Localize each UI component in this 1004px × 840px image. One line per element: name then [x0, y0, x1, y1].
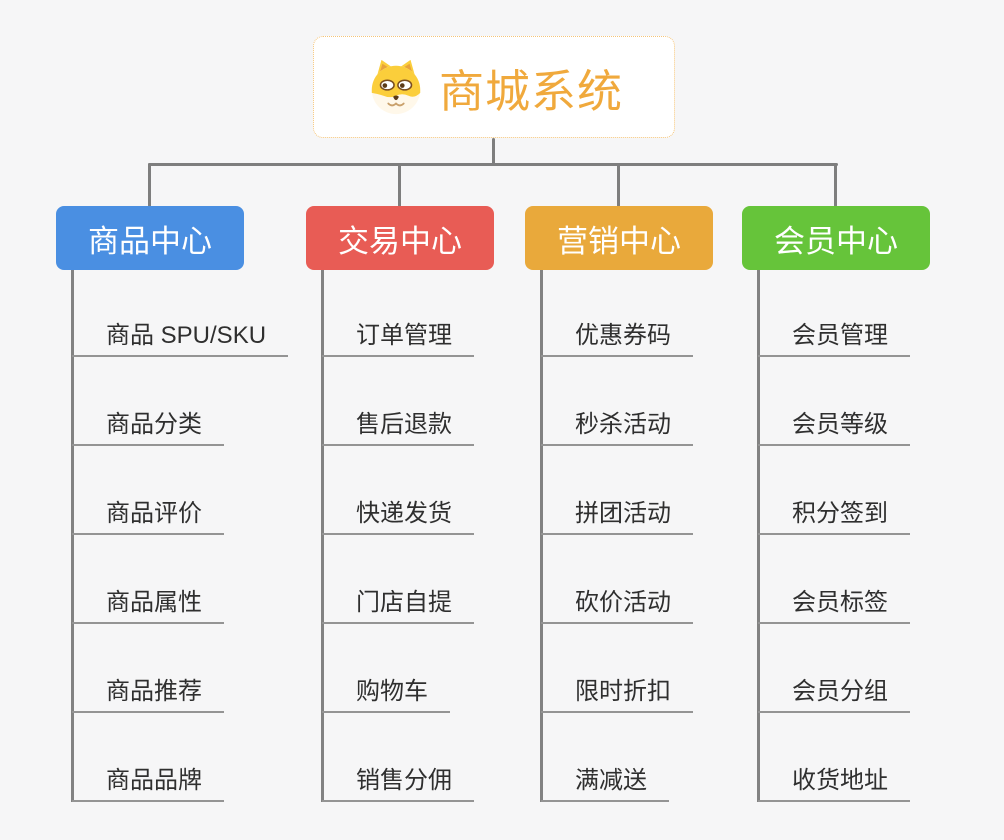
leaf-node[interactable]: 商品 SPU/SKU	[72, 321, 289, 357]
connector-branch-vline	[757, 270, 760, 802]
connector-branch-vline	[71, 270, 74, 802]
leaf-node[interactable]: 销售分佣	[322, 766, 474, 802]
leaf-node[interactable]: 收货地址	[758, 766, 910, 802]
leaf-node[interactable]: 砍价活动	[541, 588, 693, 624]
leaf-node[interactable]: 满减送	[541, 766, 669, 802]
branch-node-product-center[interactable]: 商品中心	[56, 206, 244, 270]
root-node[interactable]: 商城系统	[313, 36, 675, 138]
connector-stub-marketing	[617, 163, 620, 207]
branch-node-trade-center[interactable]: 交易中心	[306, 206, 494, 270]
leaf-node[interactable]: 商品推荐	[72, 677, 224, 713]
shiba-dog-icon	[365, 56, 427, 118]
leaf-node[interactable]: 购物车	[322, 677, 450, 713]
leaf-node[interactable]: 会员分组	[758, 677, 910, 713]
leaf-node[interactable]: 商品品牌	[72, 766, 224, 802]
leaf-node[interactable]: 会员标签	[758, 588, 910, 624]
leaf-node[interactable]: 商品分类	[72, 410, 224, 446]
connector-stub-trade	[398, 163, 401, 207]
leaf-node[interactable]: 优惠券码	[541, 321, 693, 357]
connector-root-trunk	[492, 138, 495, 166]
leaf-node[interactable]: 会员管理	[758, 321, 910, 357]
leaf-node[interactable]: 积分签到	[758, 499, 910, 535]
leaf-node[interactable]: 拼团活动	[541, 499, 693, 535]
root-title: 商城系统	[438, 65, 623, 117]
leaf-node[interactable]: 商品属性	[72, 588, 224, 624]
connector-stub-member	[834, 163, 837, 207]
leaf-node[interactable]: 快递发货	[322, 499, 474, 535]
branch-node-marketing-center[interactable]: 营销中心	[525, 206, 713, 270]
connector-branch-vline	[321, 270, 324, 802]
leaf-node[interactable]: 商品评价	[72, 499, 224, 535]
leaf-node[interactable]: 售后退款	[322, 410, 474, 446]
connector-stub-product	[148, 163, 151, 207]
leaf-node[interactable]: 会员等级	[758, 410, 910, 446]
connector-horizontal-bar	[148, 163, 838, 166]
branch-node-member-center[interactable]: 会员中心	[742, 206, 930, 270]
leaf-node[interactable]: 订单管理	[322, 321, 474, 357]
connector-branch-vline	[540, 270, 543, 802]
leaf-node[interactable]: 限时折扣	[541, 677, 693, 713]
leaf-node[interactable]: 秒杀活动	[541, 410, 693, 446]
leaf-node[interactable]: 门店自提	[322, 588, 474, 624]
